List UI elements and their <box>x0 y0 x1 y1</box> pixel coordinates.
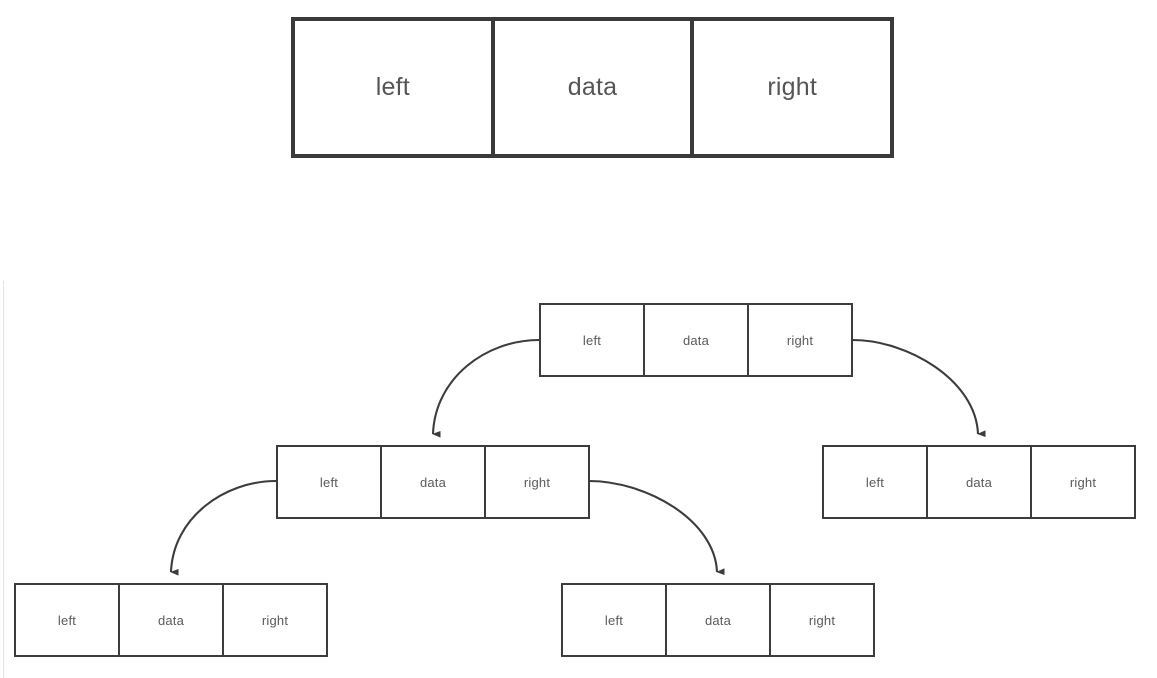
root-cell-data: data <box>645 305 749 375</box>
leaf-a-cell-data: data <box>120 585 224 655</box>
tree-node-root: left data right <box>539 303 853 377</box>
root-cell-left: left <box>541 305 645 375</box>
left-child-cell-data: data <box>382 447 486 517</box>
left-child-cell-left: left <box>278 447 382 517</box>
leaf-b-cell-data: data <box>667 585 771 655</box>
node-structure-legend: left data right <box>291 17 894 158</box>
tree-node-right-child: left data right <box>822 445 1136 519</box>
leaf-b-cell-right: right <box>808 612 836 628</box>
leaf-a-cell-right: right <box>261 612 289 628</box>
tree-node-left-child: left data right <box>276 445 590 519</box>
tree-diagram-canvas <box>3 281 1157 678</box>
right-child-cell-data: data <box>928 447 1032 517</box>
tree-node-leaf-a: left data right <box>14 583 328 657</box>
hero-cell-data: data <box>495 21 695 154</box>
left-child-cell-right: right <box>523 474 551 490</box>
right-child-cell-right: right <box>1069 474 1097 490</box>
tree-node-leaf-b: left data right <box>561 583 875 657</box>
leaf-a-cell-left: left <box>16 585 120 655</box>
hero-cell-right: right <box>767 73 817 101</box>
root-cell-right: right <box>786 332 814 348</box>
hero-cell-left: left <box>295 21 495 154</box>
right-child-cell-left: left <box>824 447 928 517</box>
leaf-b-cell-left: left <box>563 585 667 655</box>
